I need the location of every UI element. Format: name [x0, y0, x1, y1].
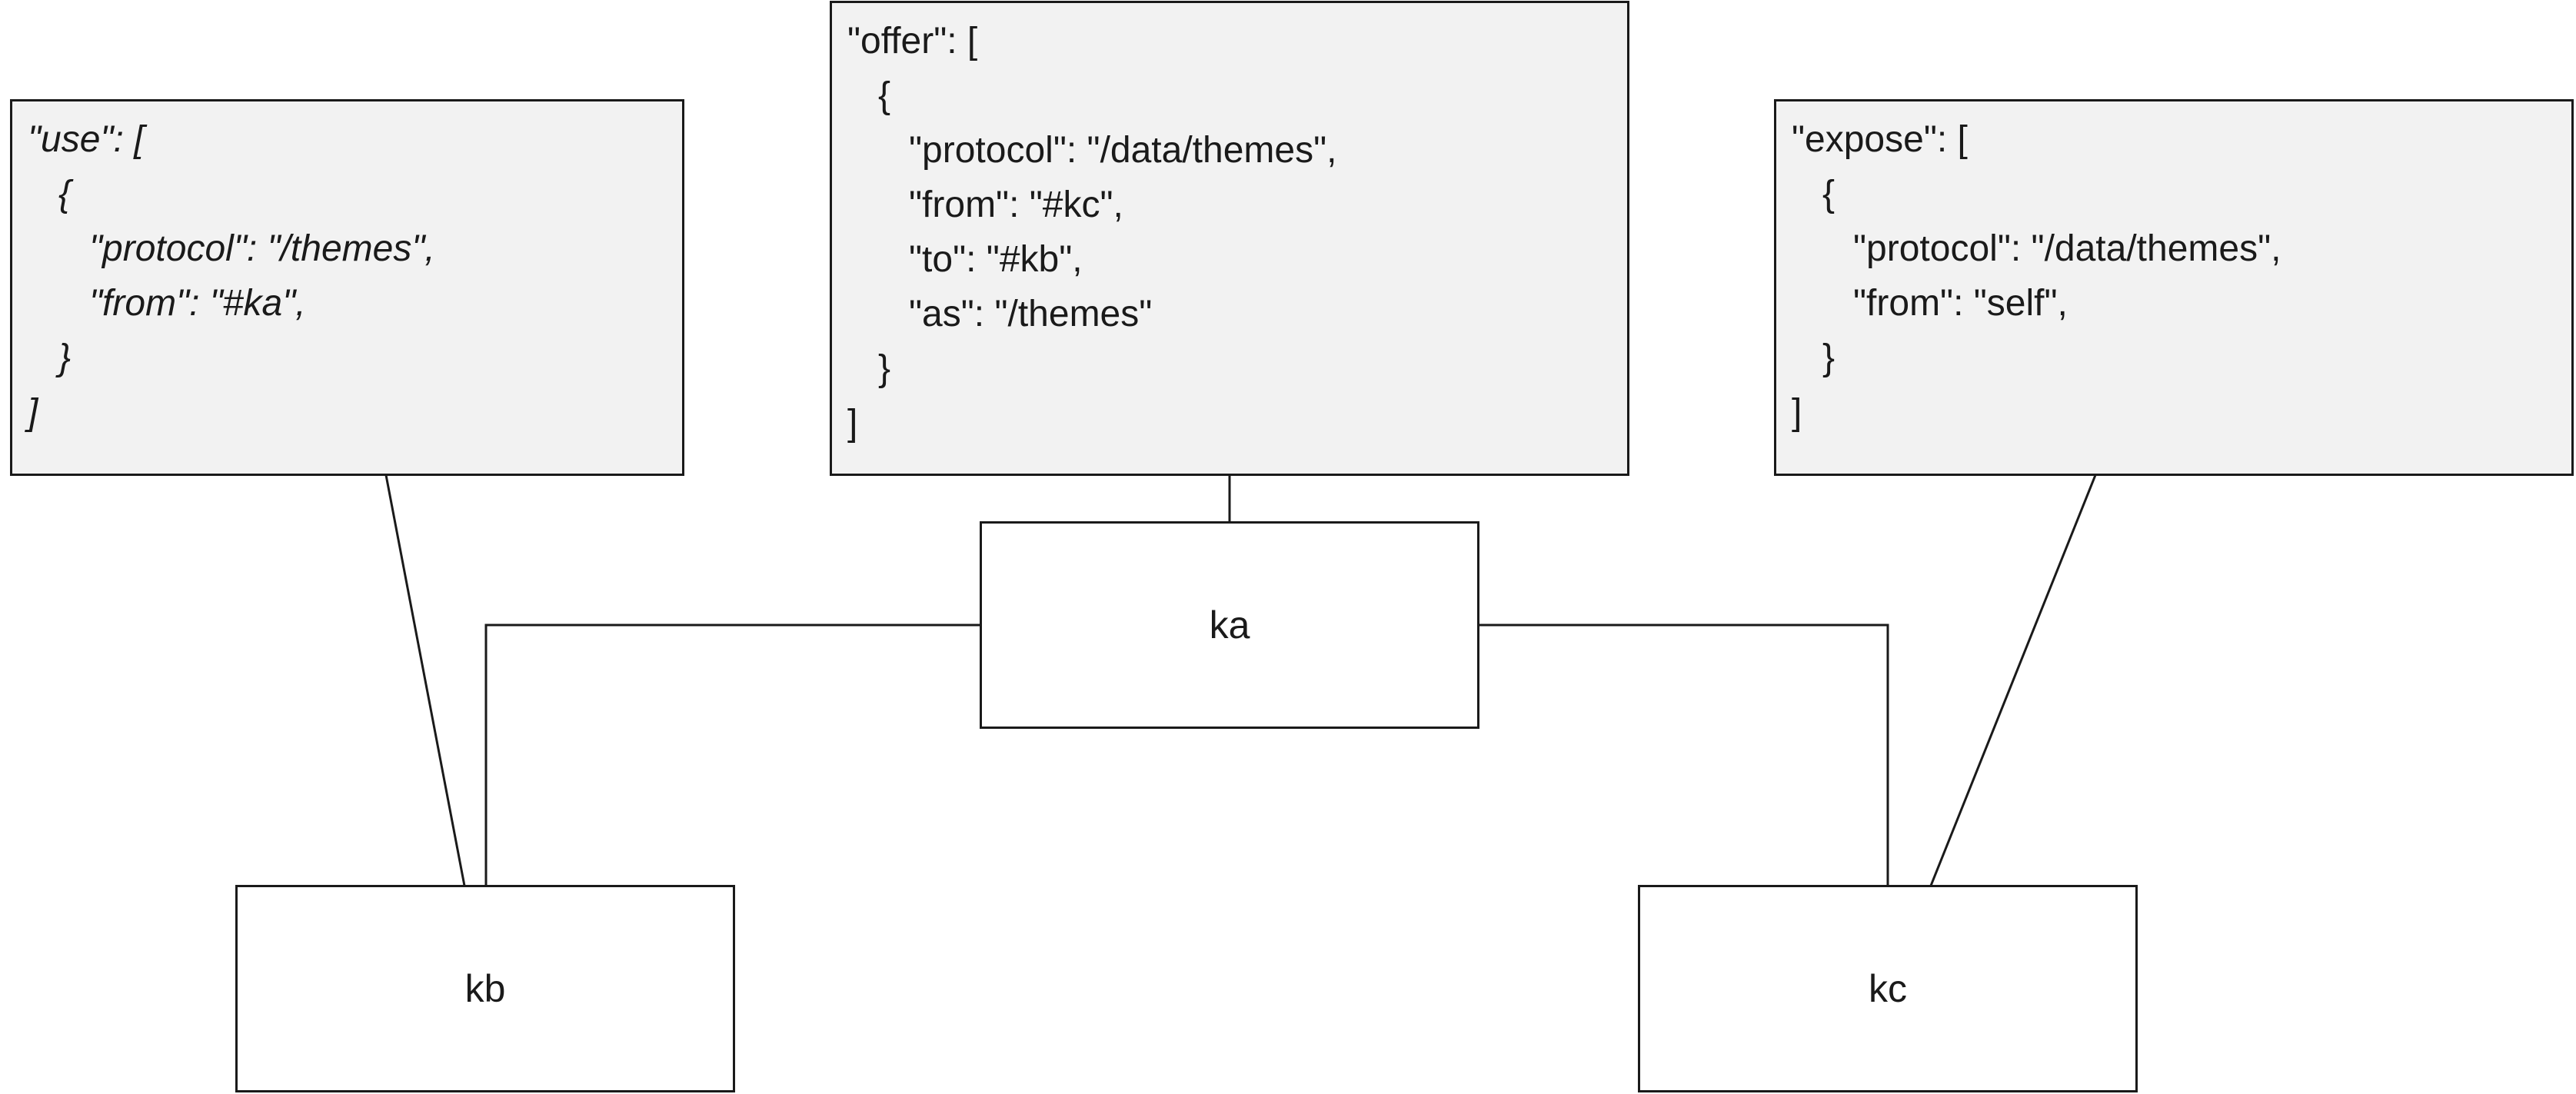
expose-line: ] — [1792, 392, 1802, 433]
offer-line: "protocol": "/data/themes", — [847, 130, 1337, 171]
expose-line: "protocol": "/data/themes", — [1792, 228, 2281, 269]
offer-line: ] — [847, 403, 858, 444]
use-declaration-box: "use": [ { "protocol": "/themes", "from"… — [10, 99, 684, 476]
offer-line: { — [847, 75, 891, 116]
node-kc: kc — [1638, 885, 2138, 1092]
offer-declaration-box: "offer": [ { "protocol": "/data/themes",… — [830, 1, 1629, 476]
expose-declaration-box: "expose": [ { "protocol": "/data/themes"… — [1774, 99, 2574, 476]
connector-ka-kb — [484, 623, 980, 886]
callout-line-expose-kc — [1929, 474, 2097, 886]
offer-line: "from": "#kc", — [847, 185, 1123, 225]
offer-line: } — [847, 348, 891, 389]
use-line: { — [28, 174, 72, 214]
node-ka: ka — [980, 521, 1479, 729]
callout-line-use-kb — [384, 474, 466, 886]
use-line: "from": "#ka", — [28, 283, 306, 324]
node-ka-label: ka — [1209, 604, 1250, 647]
use-line: } — [28, 338, 72, 378]
use-line: "protocol": "/themes", — [28, 228, 435, 269]
node-kb-label: kb — [464, 967, 506, 1010]
expose-line: "from": "self", — [1792, 283, 2068, 324]
use-line: ] — [28, 392, 38, 433]
connector-ka-kc — [1478, 623, 1889, 886]
expose-line: "expose": [ — [1792, 119, 1968, 160]
expose-line: } — [1792, 338, 1835, 378]
offer-line: "to": "#kb", — [847, 239, 1083, 280]
offer-line: "offer": [ — [847, 21, 978, 62]
offer-line: "as": "/themes" — [847, 294, 1153, 334]
node-kc-label: kc — [1869, 967, 1907, 1010]
use-line: "use": [ — [28, 119, 145, 160]
node-kb: kb — [235, 885, 735, 1092]
expose-line: { — [1792, 174, 1835, 214]
